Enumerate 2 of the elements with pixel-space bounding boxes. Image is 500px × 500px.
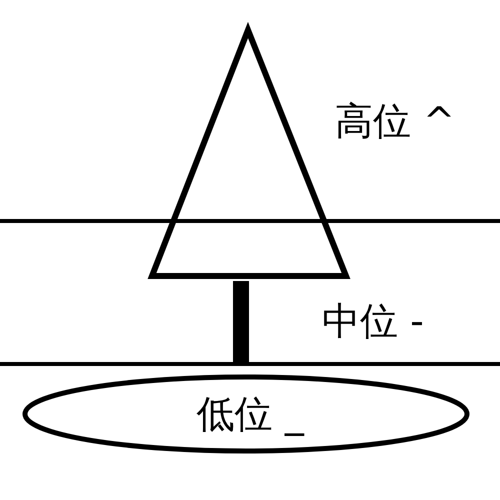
level-label: 中位 - [322,302,424,340]
level-label: 高位 ^ [335,102,455,140]
